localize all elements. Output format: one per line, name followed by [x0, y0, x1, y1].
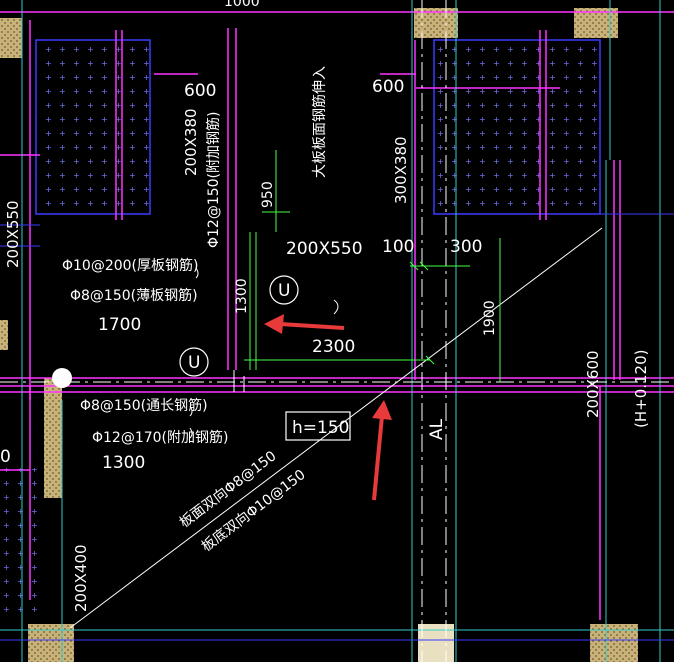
- beam-200x550-label: 200X550: [286, 239, 363, 259]
- rebar-phi8-150-through: Φ8@150(通长钢筋): [80, 397, 208, 414]
- column-top-right: [574, 8, 618, 38]
- circle-marker-top-label: U: [278, 281, 290, 301]
- dim-1900: 1900: [482, 300, 498, 336]
- node-dot: [52, 368, 72, 388]
- rebar-phi8-150-thin: Φ8@150(薄板钢筋): [70, 287, 198, 304]
- left-beam-200x550-label: 200X550: [4, 200, 22, 268]
- dim-1300: 1300: [102, 453, 145, 473]
- dim-1300-vertical: 1300: [234, 278, 250, 314]
- rebar-phi12-150-extra: Φ12@150(附加钢筋): [205, 112, 222, 248]
- beam-lines: [0, 11, 674, 620]
- slab-hatch-right: [433, 39, 601, 215]
- annotation-arrows: [264, 314, 392, 501]
- arrow-up-pointing: [372, 400, 392, 501]
- dim-1700: 1700: [98, 315, 141, 335]
- column-left-mid: [44, 378, 62, 498]
- circle-marker-top: U: [269, 275, 299, 305]
- tick-markers: [189, 267, 339, 439]
- column-top-left: [0, 18, 22, 58]
- beam-200x380-label: 200X380: [182, 108, 200, 176]
- dim-300: 300: [450, 237, 482, 257]
- arrow-left-pointing: [264, 314, 345, 334]
- dim-950: 950: [260, 181, 276, 208]
- column-left-top-strip: [0, 320, 8, 350]
- elevation-note: (H+0.120): [632, 350, 650, 429]
- note-large-slab-top-rebar: 大板板面钢筋伸入: [311, 66, 328, 178]
- slab-hatch-bottom-left: [0, 468, 40, 618]
- slab-thickness-box: [285, 411, 351, 441]
- dim-100: 100: [382, 237, 414, 257]
- slab-hatch-regions: [0, 39, 601, 618]
- axis-al-label: AL: [427, 418, 447, 440]
- diagonal-slab-line: [69, 227, 603, 629]
- beam-200x400-label: 200X400: [72, 544, 90, 612]
- beam-300x380-label: 300X380: [392, 136, 410, 204]
- circle-marker-left-label: U: [188, 353, 200, 373]
- dim-600-left: 600: [184, 81, 216, 101]
- dimension-lines: [244, 150, 501, 382]
- rebar-phi10-200-thick: Φ10@200(厚板钢筋): [62, 257, 198, 274]
- column-top-mid: [414, 8, 458, 38]
- slab-thickness-label: h=150: [292, 418, 349, 438]
- slab-edge-lines: [0, 213, 674, 641]
- dim-600-right: 600: [372, 77, 404, 97]
- circle-marker-left: U: [179, 347, 209, 377]
- beam-200x600-label: 200X600: [584, 350, 602, 418]
- dim-0-left: 0: [0, 447, 11, 467]
- slab-hatch-left: [35, 39, 151, 215]
- top-cut-text: 1000: [224, 0, 260, 10]
- rebar-phi12-170-extra: Φ12@170(附加钢筋): [92, 429, 228, 446]
- dim-2300: 2300: [312, 337, 355, 357]
